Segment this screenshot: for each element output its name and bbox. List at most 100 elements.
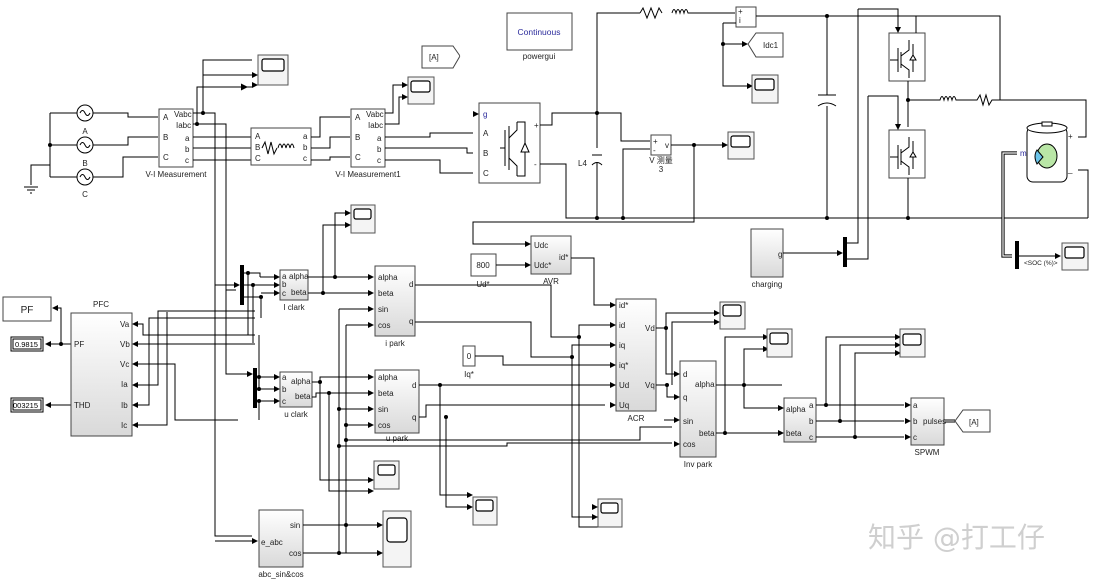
acr-block[interactable]: id* id iq iq* Ud Uq Vd Vq ACR — [615, 298, 657, 423]
svg-text:d: d — [409, 280, 413, 289]
svg-text:Vabc: Vabc — [174, 110, 192, 119]
u-clark-block[interactable]: a b c alpha beta u clark — [279, 371, 313, 419]
charging-block[interactable]: g charging — [750, 228, 784, 289]
pfc-block[interactable]: PFC PF THD Va Vb Vc Ia Ib Ic — [70, 300, 133, 437]
battery-block[interactable]: m + _ — [1020, 121, 1073, 183]
svg-text:AVR: AVR — [543, 277, 559, 286]
ac-source-a[interactable]: A — [76, 104, 94, 136]
scope-vdq[interactable] — [719, 301, 746, 330]
scope-2[interactable] — [407, 76, 435, 105]
svg-text:c: c — [809, 433, 813, 442]
svg-text:Vb: Vb — [120, 340, 130, 349]
svg-text:b: b — [809, 417, 814, 426]
svg-text:0: 0 — [467, 352, 472, 361]
alphabeta-to-abc-block[interactable]: alpha beta a b c — [783, 397, 817, 443]
pf-label-block: PF — [2, 296, 52, 322]
svg-text:+: + — [653, 137, 658, 146]
powergui-block[interactable]: Continuous powergui — [506, 12, 573, 61]
svg-text:_: _ — [1067, 165, 1073, 174]
soc-signal-label: <SOC (%)> — [1024, 260, 1058, 267]
abc-sin-cos-block[interactable]: e_abc sin cos abc_sin&cos — [258, 509, 304, 579]
spwm-block[interactable]: a b c pulses SPWM — [910, 397, 946, 457]
rl-branch-block[interactable]: A B C a b c — [250, 127, 312, 166]
svg-text:sin: sin — [290, 521, 300, 530]
from-tag-a[interactable]: [A] — [421, 45, 461, 69]
svg-text:C: C — [355, 153, 361, 162]
svg-text:beta: beta — [291, 288, 307, 297]
ac-source-b[interactable]: B — [76, 136, 94, 168]
capacitor-l4[interactable]: L4 — [578, 113, 603, 218]
vi-measurement-block[interactable]: A B C Vabc Iabc a b c V-I Measurement — [146, 108, 208, 179]
scope-alphabeta[interactable] — [766, 328, 793, 358]
svg-text:SPWM: SPWM — [915, 448, 940, 457]
svg-text:q: q — [683, 393, 687, 402]
scope-idc[interactable] — [751, 74, 779, 104]
svg-text:q: q — [412, 413, 416, 422]
scope-1[interactable] — [257, 54, 289, 86]
igbt-bridge-block[interactable]: g A B C + - — [478, 102, 541, 184]
u-park-block[interactable]: alpha beta sin cos d q u park — [374, 369, 420, 443]
dc-capacitor[interactable] — [817, 16, 837, 218]
voltage-measurement-block[interactable]: + - v V 测量 3 — [649, 134, 673, 174]
svg-text:+: + — [738, 7, 743, 16]
svg-text:Ic: Ic — [121, 421, 127, 430]
svg-text:powergui: powergui — [523, 52, 556, 61]
igbt-upper[interactable] — [888, 32, 926, 82]
pf-display: 0.9815 — [10, 336, 44, 352]
svg-text:C: C — [483, 169, 489, 178]
igbt-lower[interactable] — [888, 129, 926, 179]
svg-text:THD: THD — [74, 401, 91, 410]
svg-text:m: m — [1020, 149, 1027, 158]
iq-ref-constant[interactable]: 0 Iq* — [462, 345, 476, 379]
svg-text:Ib: Ib — [121, 401, 128, 410]
svg-text:a: a — [377, 134, 382, 143]
avr-block[interactable]: Udc Udc* id* AVR — [530, 235, 572, 286]
scope-abc[interactable] — [899, 328, 926, 358]
i-clark-block[interactable]: a b c alpha beta I clark — [279, 269, 309, 312]
scope-udq[interactable] — [472, 496, 498, 526]
current-measurement-block[interactable]: + i — [735, 6, 757, 28]
svg-text:A: A — [163, 113, 169, 122]
svg-text:c: c — [282, 397, 286, 406]
svg-text:Vd: Vd — [645, 324, 655, 333]
i-park-block[interactable]: alpha beta sin cos d q i park — [374, 265, 416, 348]
ud-ref-constant[interactable]: 800 Ud* — [470, 253, 497, 289]
svg-text:-: - — [534, 160, 537, 169]
inv-park-block[interactable]: d q sin cos alpha beta Inv park — [679, 360, 717, 469]
svg-text:beta: beta — [786, 429, 802, 438]
svg-text:Continuous: Continuous — [517, 27, 560, 37]
svg-text:B: B — [255, 143, 260, 152]
svg-text:iq*: iq* — [619, 361, 628, 370]
svg-text:c: c — [185, 156, 189, 165]
svg-text:beta: beta — [295, 392, 311, 401]
ac-source-c[interactable]: C — [76, 168, 94, 199]
scope-soc[interactable] — [1061, 242, 1089, 271]
svg-text:id: id — [619, 321, 625, 330]
svg-text:v: v — [665, 141, 669, 150]
svg-text:Vq: Vq — [645, 381, 655, 390]
svg-text:cos: cos — [378, 321, 390, 330]
scope-idq[interactable] — [597, 498, 623, 528]
svg-text:a: a — [303, 132, 308, 141]
ground-icon — [24, 164, 50, 194]
svg-text:Idc1: Idc1 — [763, 41, 779, 50]
svg-text:alpha: alpha — [289, 272, 309, 281]
svg-text:A: A — [483, 129, 489, 138]
vi-measurement1-block[interactable]: A B C Vabc Iabc a b c V-I Measurement1 — [335, 108, 401, 179]
svg-text:iq: iq — [619, 341, 625, 350]
svg-text:c: c — [913, 433, 917, 442]
svg-text:a: a — [282, 373, 287, 382]
scope-uab[interactable] — [373, 460, 400, 490]
thd-display: 003215 — [10, 397, 44, 413]
scope-iab[interactable] — [350, 204, 376, 234]
svg-text:PF: PF — [21, 305, 34, 316]
bus-selector-soc[interactable] — [1015, 241, 1019, 269]
goto-tag-a[interactable]: [A] — [954, 409, 991, 433]
scope-vdc[interactable] — [727, 131, 755, 160]
svg-text:b: b — [185, 145, 190, 154]
svg-text:g: g — [483, 110, 487, 119]
svg-text:Iabc: Iabc — [176, 121, 191, 130]
goto-idc1[interactable]: Idc1 — [747, 32, 784, 58]
scope-sincos[interactable] — [382, 510, 412, 568]
